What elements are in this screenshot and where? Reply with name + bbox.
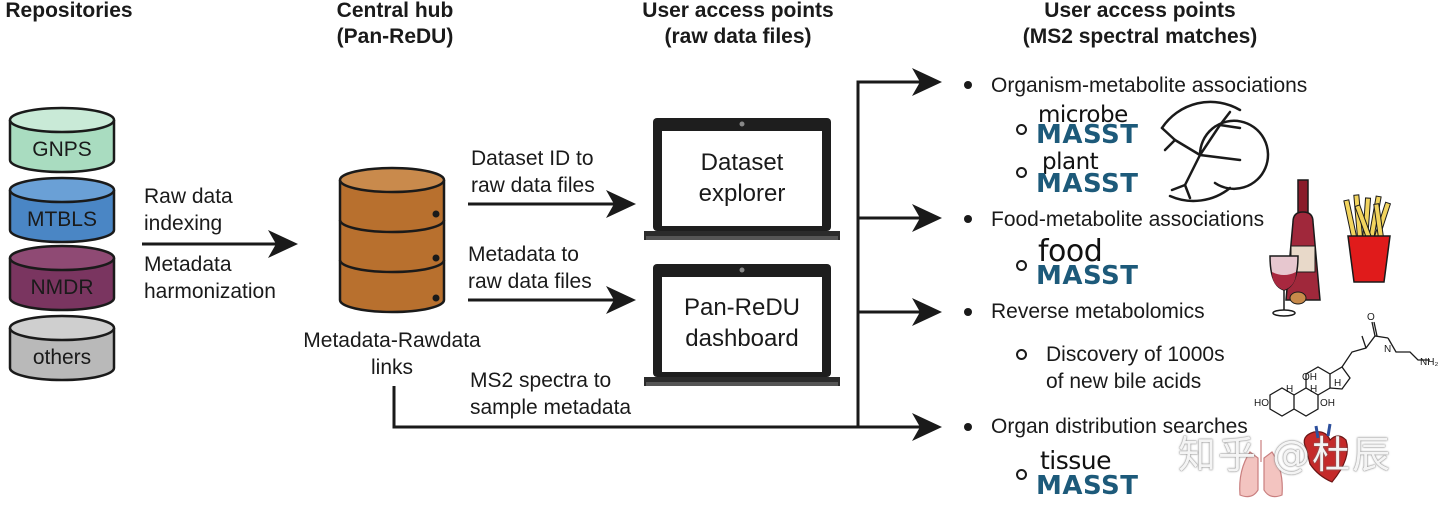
ms2-arrow [392, 386, 928, 429]
repo-cylinder-nmdr [8, 244, 116, 312]
logo-food-word: food [1038, 234, 1103, 269]
label-metadata-harmonization: Metadata harmonization [144, 253, 276, 303]
molecule-ho-left: HO [1254, 398, 1269, 409]
bile-acid-molecule-icon [1269, 321, 1430, 417]
sub-bullet-microbemasst [1016, 124, 1027, 135]
fries-icon [1343, 194, 1392, 283]
phylogenetic-tree-icon [1160, 100, 1270, 203]
repo-label-mtbls: MTBLS [27, 208, 97, 231]
header-repositories: Repositories [5, 0, 133, 22]
molecule-nh2: NH₂ [1420, 357, 1438, 368]
branch-connector [856, 80, 928, 427]
screen-pan-redu-dashboard: Pan-ReDU dashboard [683, 294, 801, 352]
logo-tissue-masst: MASST [1036, 471, 1139, 501]
logo-microbe-masst: MASST [1036, 120, 1139, 150]
repo-cylinder-others [8, 314, 116, 382]
sub-bullet-plantmasst [1016, 167, 1027, 178]
repo-label-nmdr: NMDR [31, 276, 94, 299]
indexing-arrowhead [268, 230, 298, 258]
molecule-h1: H [1286, 384, 1293, 395]
screen-dataset-explorer: Dataset explorer [698, 149, 786, 207]
wine-glass-icon [1269, 255, 1299, 317]
molecule-o: O [1367, 312, 1375, 323]
bullet-organism [964, 81, 972, 89]
repo-label-gnps: GNPS [32, 138, 92, 161]
laptop-pan-redu-dashboard [644, 264, 840, 386]
logo-tissue-word: tissue [1040, 446, 1112, 475]
molecule-oh-top: OH [1302, 372, 1317, 383]
sub-bullet-foodmasst [1016, 260, 1027, 271]
bullet-organ [964, 423, 972, 431]
label-raw-data-indexing: Raw data indexing [144, 185, 233, 235]
hub-database-icon [338, 166, 446, 314]
item-reverse-metabolomics: Reverse metabolomics [991, 300, 1205, 323]
item-organism-metabolite: Organism-metabolite associations [991, 74, 1308, 97]
header-raw-access: User access points (raw data files) [642, 0, 834, 48]
bullet-reverse [964, 308, 972, 316]
lungs-icon [1239, 440, 1283, 498]
item-food-metabolite: Food-metabolite associations [991, 208, 1265, 231]
sub-bullet-bile-acids [1016, 349, 1027, 360]
repo-label-others: others [33, 346, 91, 369]
label-ms2-link: MS2 spectra to sample metadata [470, 369, 632, 419]
label-dataset-id-link: Dataset ID to raw data files [471, 147, 595, 197]
cork-icon [1289, 291, 1307, 305]
molecule-h3: H [1334, 378, 1341, 389]
molecule-h2: H [1310, 384, 1317, 395]
header-ms2-access: User access points (MS2 spectral matches… [1022, 0, 1258, 48]
item-bile-acids: Discovery of 1000s of new bile acids [1046, 343, 1225, 393]
bullet-food [964, 215, 972, 223]
logo-plant-word: plant [1042, 149, 1099, 175]
item-organ-distribution: Organ distribution searches [991, 415, 1248, 438]
repo-cylinder-gnps [8, 106, 116, 174]
laptop-dataset-explorer [644, 118, 840, 240]
sub-bullet-tissuemasst [1016, 469, 1027, 480]
zhihu-watermark: 知乎 @杜辰 [1178, 433, 1393, 477]
logo-microbe-word: microbe [1038, 102, 1128, 128]
logo-plant-masst: MASST [1036, 169, 1139, 199]
molecule-n: N [1384, 344, 1391, 355]
label-metadata-rawdata-links: Metadata-Rawdata links [303, 329, 481, 379]
molecule-oh-right: OH [1320, 398, 1335, 409]
heart-icon [1303, 423, 1348, 483]
header-central-hub: Central hub (Pan-ReDU) [336, 0, 454, 48]
repo-cylinder-mtbls [8, 176, 116, 244]
label-metadata-link: Metadata to raw data files [468, 243, 592, 293]
logo-food-masst: MASST [1036, 261, 1139, 291]
